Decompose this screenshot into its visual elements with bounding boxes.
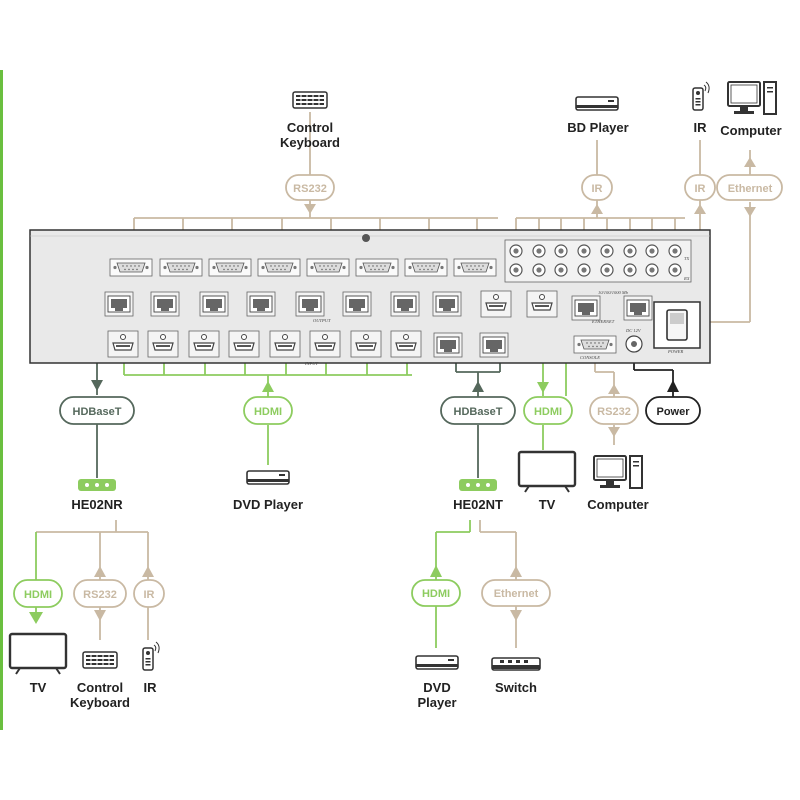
dc-power-jack: DC 12V: [625, 328, 643, 353]
keyboard-icon: [82, 651, 118, 669]
svg-text:HDMI: HDMI: [422, 588, 450, 600]
computer-icon: [727, 81, 777, 115]
svg-text:IR: IR: [695, 183, 706, 195]
ir-top-label: IR: [694, 120, 708, 135]
svg-text:RS232: RS232: [293, 183, 327, 195]
pill-ethernet-top: Ethernet: [716, 174, 783, 201]
he02nt-label: HE02NT: [453, 497, 503, 512]
pill-ir-bd: IR: [581, 174, 613, 201]
ir-remote-icon: [692, 81, 710, 111]
console-port: CONSOLE: [573, 335, 617, 360]
dvd-player-icon: [415, 655, 459, 670]
arrowheads: [29, 157, 756, 624]
bd-player-icon: [575, 96, 619, 111]
he02nr-label: HE02NR: [71, 497, 123, 512]
svg-text:HDMI: HDMI: [24, 589, 52, 601]
dc-label: DC 12V: [625, 328, 642, 333]
pill-ir-left: IR: [133, 579, 165, 608]
tx-label: TX: [684, 256, 690, 261]
extender-icon: [459, 479, 497, 491]
svg-text:Power: Power: [656, 406, 690, 418]
signal-pills: RS232 IR IR Ethernet HDBaseT HDMI HDBase…: [13, 174, 783, 608]
pill-rs232-left: RS232: [73, 579, 127, 608]
dvd-player-icon: [246, 470, 290, 485]
accent-bar: [0, 70, 3, 730]
pill-ethernet-bottom: Ethernet: [481, 579, 551, 607]
console-label: CONSOLE: [580, 355, 600, 360]
pill-hdmi-left: HDMI: [13, 579, 63, 608]
computer-top-label: Computer: [720, 123, 781, 138]
svg-text:Ethernet: Ethernet: [494, 588, 539, 600]
dvd-player-center-label: DVD Player: [233, 497, 303, 512]
ir-remote-icon: [142, 641, 160, 671]
pill-rs232-right: RS232: [589, 396, 639, 425]
svg-text:HDMI: HDMI: [534, 406, 562, 418]
svg-text:HDBaseT: HDBaseT: [73, 406, 122, 418]
pill-hdmi-center: HDMI: [243, 396, 293, 425]
speed-label: 10/100/1000 Mb: [598, 290, 629, 295]
pill-hdmi-right: HDMI: [523, 396, 573, 425]
computer-icon: [593, 455, 643, 489]
svg-text:IR: IR: [592, 183, 603, 195]
rx-label: RX: [683, 276, 690, 281]
svg-text:HDMI: HDMI: [254, 406, 282, 418]
extender-icon: [78, 479, 116, 491]
svg-text:Ethernet: Ethernet: [728, 183, 773, 195]
ethernet-label: ETHERNET: [591, 319, 615, 324]
pill-hdbaset-right: HDBaseT: [440, 396, 516, 425]
pill-rs232-top: RS232: [285, 174, 335, 201]
ir-left-label: IR: [144, 680, 158, 695]
svg-text:RS232: RS232: [597, 406, 631, 418]
svg-text:IR: IR: [144, 589, 155, 601]
tv-right-label: TV: [539, 497, 556, 512]
tv-icon: [8, 632, 68, 676]
pill-hdmi-bottom: HDMI: [411, 579, 461, 607]
matrix-switcher-chassis: TX RX OUTPUT 10/100/1000 Mb ETHERNET: [29, 229, 711, 366]
keyboard-icon: [292, 91, 328, 109]
ir-port-panel: TX RX: [504, 239, 692, 283]
power-switch[interactable]: POWER: [653, 301, 701, 354]
tv-left-label: TV: [30, 680, 47, 695]
pill-power: Power: [645, 396, 701, 425]
power-label: POWER: [667, 349, 683, 354]
pill-hdbaset-left: HDBaseT: [59, 396, 135, 425]
input-label: INPUT: [304, 361, 318, 366]
switch-label: Switch: [495, 680, 537, 695]
pill-ir-top: IR: [684, 174, 716, 201]
ethernet-ports: 10/100/1000 Mb ETHERNET: [571, 290, 653, 324]
computer-right-label: Computer: [587, 497, 648, 512]
tv-icon: [517, 450, 577, 494]
svg-text:HDBaseT: HDBaseT: [454, 406, 503, 418]
switch-icon: [491, 657, 541, 671]
svg-text:RS232: RS232: [83, 589, 117, 601]
output-label: OUTPUT: [313, 318, 331, 323]
bd-player-label: BD Player: [567, 120, 628, 135]
connection-lines: [35, 112, 751, 648]
